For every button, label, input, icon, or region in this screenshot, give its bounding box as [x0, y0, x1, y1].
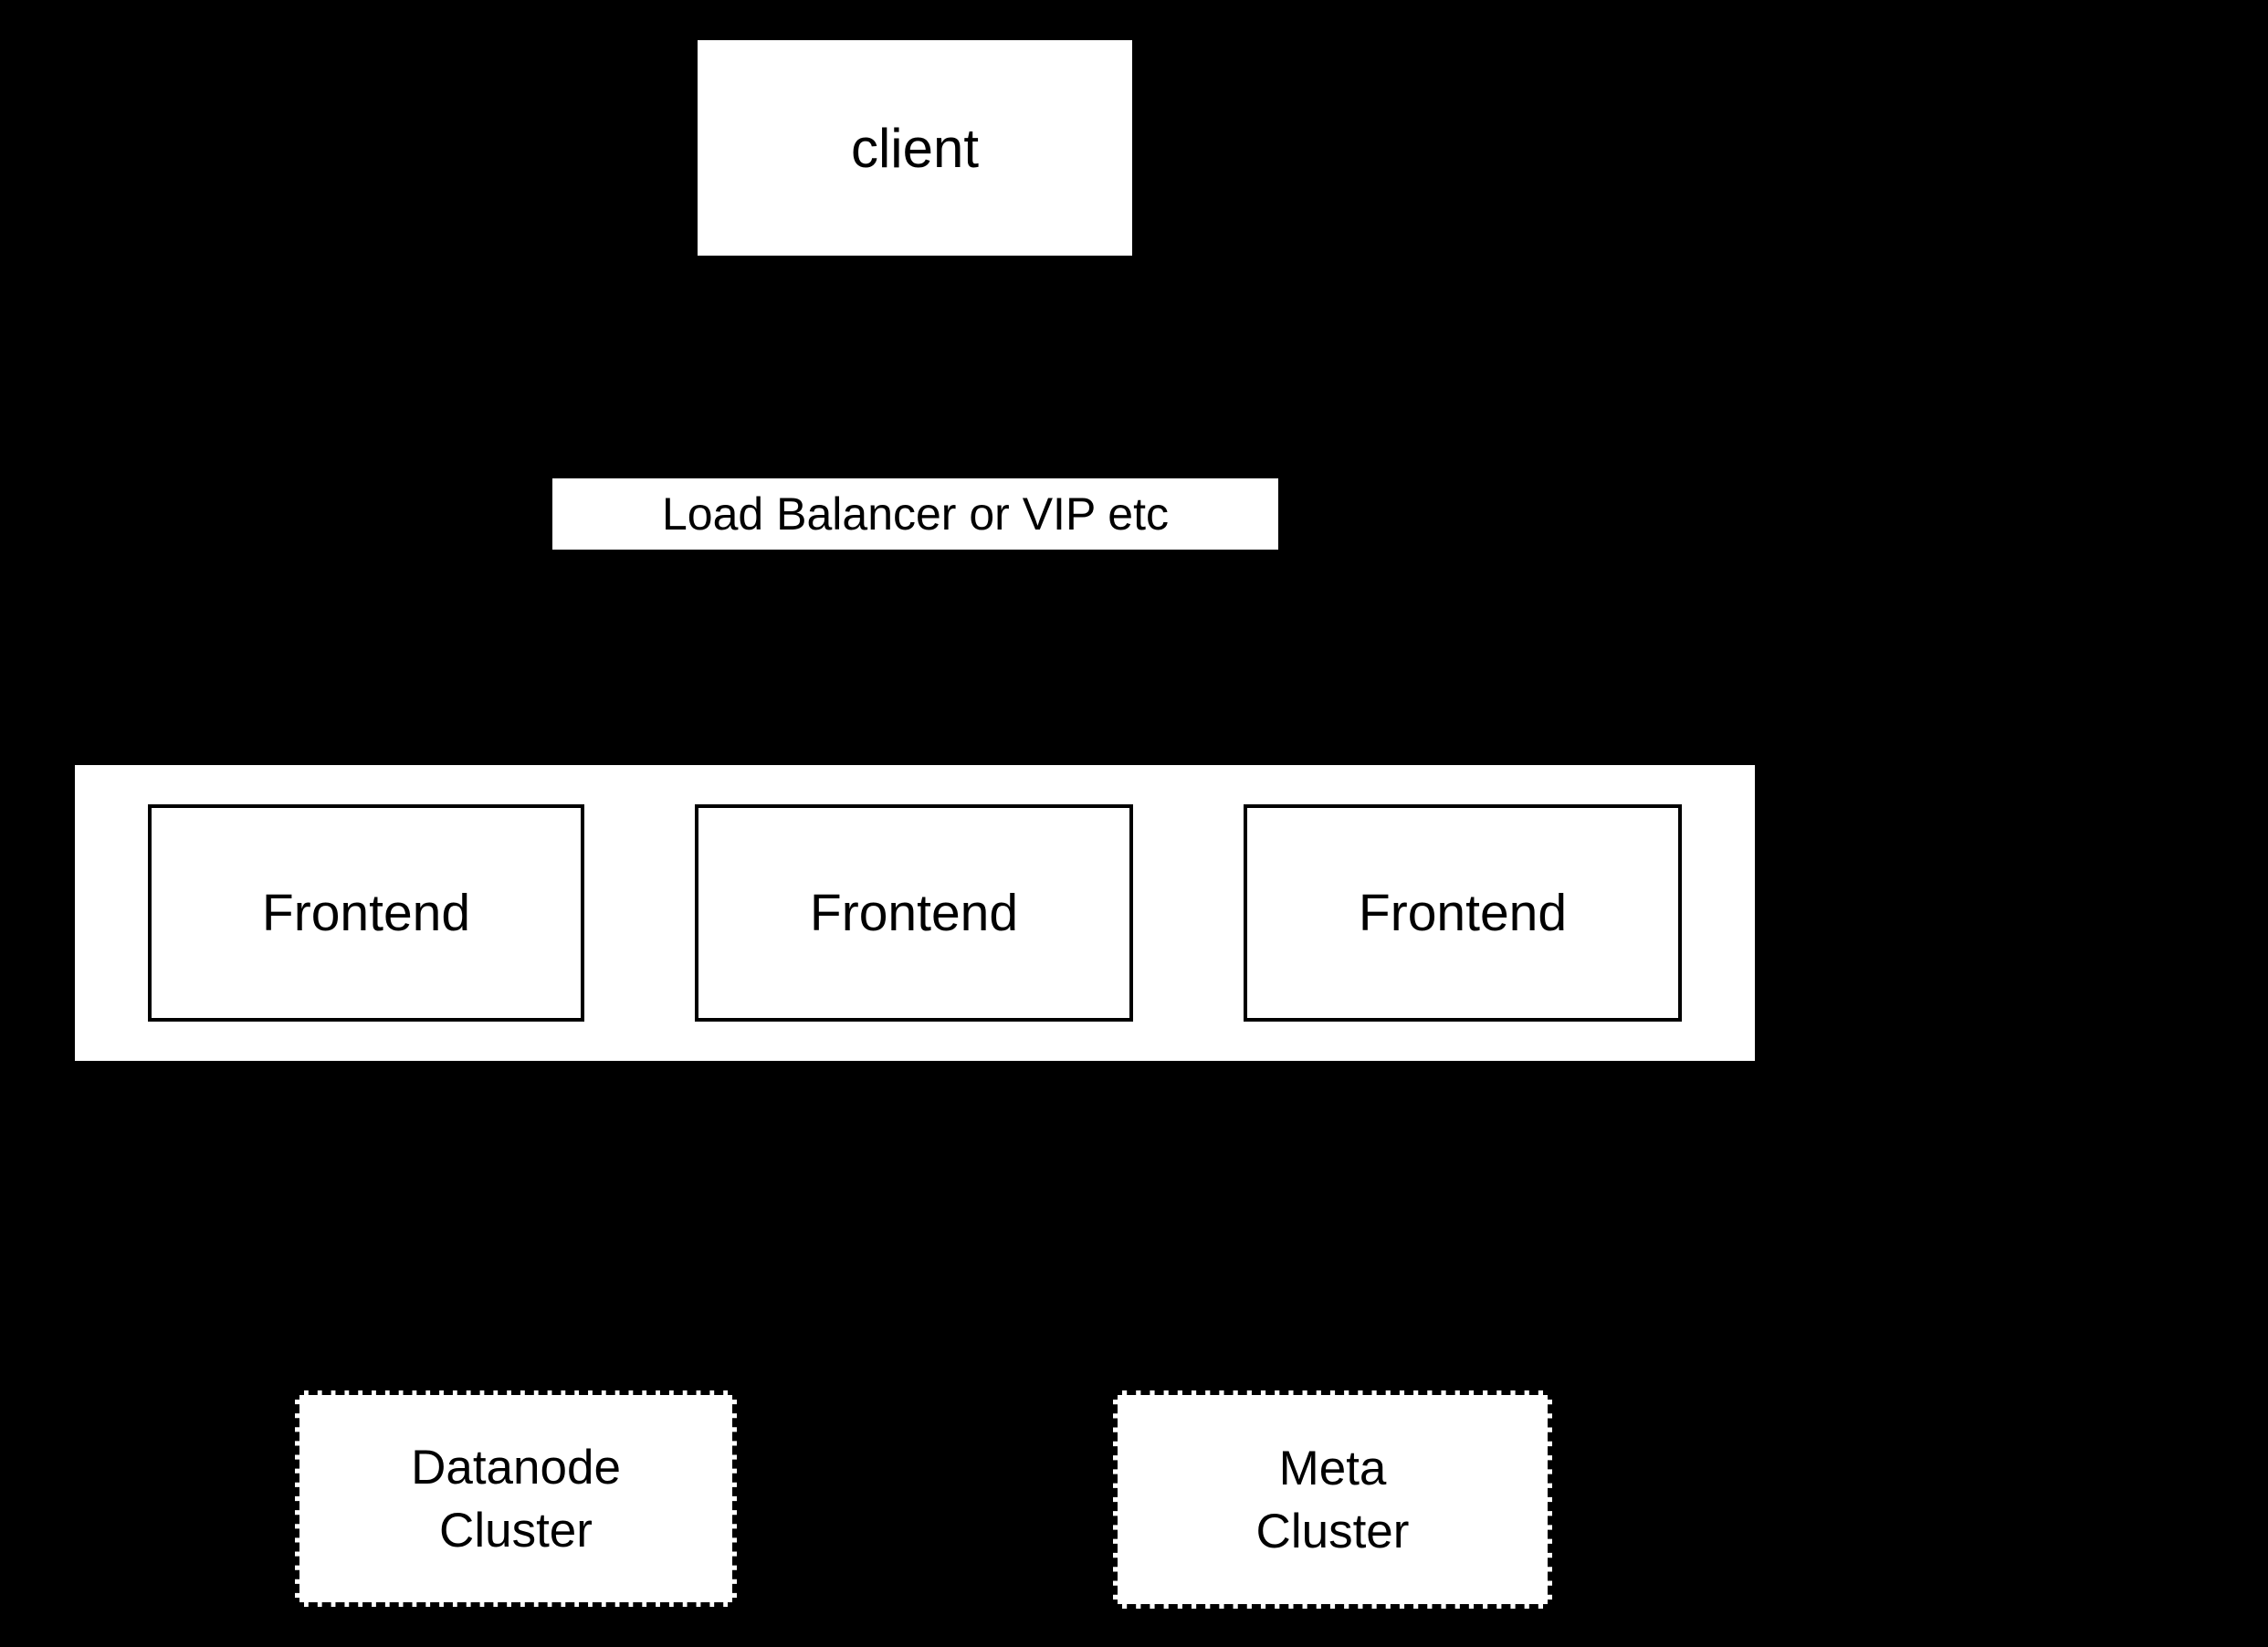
- datanode-cluster-label-line-2: Cluster: [439, 1503, 593, 1558]
- frontend-node-3: Frontend: [1244, 804, 1682, 1022]
- datanode-cluster-node: Datanode Cluster: [295, 1390, 737, 1607]
- client-node-label: client: [850, 117, 980, 179]
- frontend-node-2-label: Frontend: [809, 884, 1019, 942]
- load-balancer-node-label: Load Balancer or VIP etc: [662, 488, 1169, 540]
- datanode-cluster-label-line-1: Datanode: [411, 1440, 621, 1495]
- load-balancer-node: Load Balancer or VIP etc: [552, 478, 1278, 550]
- frontend-cluster-container: Frontend Frontend Frontend: [75, 765, 1755, 1061]
- frontend-node-2: Frontend: [695, 804, 1133, 1022]
- frontend-node-3-label: Frontend: [1358, 884, 1568, 942]
- meta-cluster-label-line-1: Meta: [1278, 1441, 1387, 1495]
- frontend-node-1: Frontend: [148, 804, 584, 1022]
- meta-cluster-label-line-2: Cluster: [1255, 1504, 1410, 1558]
- meta-cluster-node: Meta Cluster: [1113, 1390, 1552, 1609]
- frontend-node-1-label: Frontend: [261, 884, 471, 942]
- client-node: client: [698, 40, 1132, 256]
